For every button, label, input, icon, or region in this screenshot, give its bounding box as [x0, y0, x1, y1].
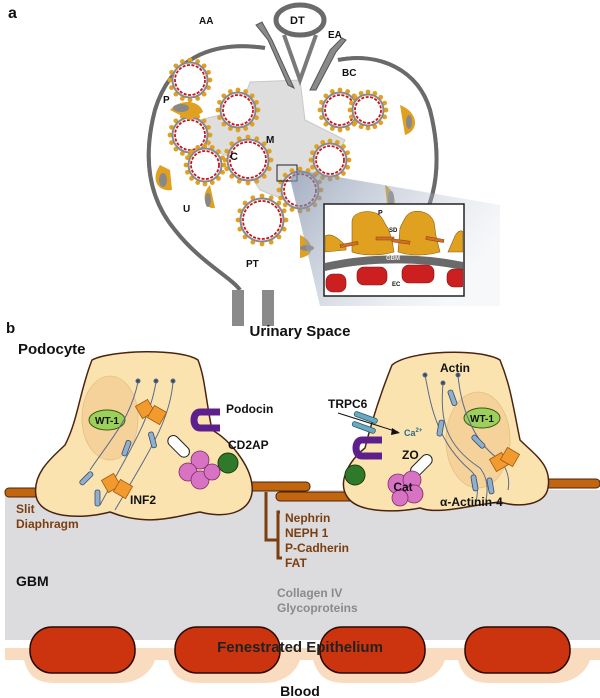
capillary	[235, 193, 289, 247]
panel-a-label: a	[8, 5, 17, 22]
afferent-arteriole	[255, 21, 296, 90]
label-p: P	[163, 95, 170, 106]
capillary	[167, 57, 213, 103]
slit-label-line2: Diaphragm	[16, 517, 79, 531]
inf2-protein	[100, 472, 134, 500]
gbm-label: GBM	[16, 573, 49, 589]
wt1-right: WT-1	[463, 407, 501, 429]
actin-bars-right	[436, 389, 495, 495]
endothelial-cell	[319, 626, 426, 674]
label-ea: EA	[328, 30, 342, 41]
panel-b-label: b	[6, 320, 15, 337]
label-m: M	[266, 135, 274, 146]
alpha-actinin-left-top	[134, 398, 168, 426]
capillary	[222, 134, 274, 186]
proximal-tubule-right	[262, 290, 274, 326]
distal-tubule	[273, 2, 327, 38]
sd-protein-item: Nephrin	[285, 511, 330, 525]
gbm-layer	[5, 490, 600, 640]
endothelial-cell	[174, 626, 281, 674]
inset-slit-diaphragm: P SD GBM EC	[323, 203, 465, 297]
capillary	[215, 87, 261, 133]
label-aa: AA	[199, 16, 213, 27]
inset-label-ec: EC	[392, 282, 401, 288]
endothelium-base	[5, 648, 600, 683]
glomerulus: DT AA EA BC P M C U PT	[146, 2, 500, 326]
calcium-label: Ca2+	[404, 428, 423, 438]
inset-label-gbm: GBM	[386, 256, 400, 262]
fenestrated-epithelium-label: Fenestrated Epithelium	[217, 639, 383, 656]
label-bc: BC	[342, 68, 356, 79]
gbm-component-item: Collagen IV	[277, 586, 342, 600]
capillary	[347, 89, 389, 131]
endothelial-cell	[29, 626, 136, 674]
label-dt: DT	[290, 15, 305, 27]
inset-label-sd: SD	[389, 228, 398, 234]
efferent-arteriole	[309, 37, 347, 91]
sd-bracket	[264, 492, 282, 560]
capillary	[167, 112, 213, 158]
slit-label-line1: Slit	[16, 502, 35, 516]
trpc6-label: TRPC6	[328, 397, 368, 411]
cd2ap-right	[344, 464, 366, 486]
blood-label: Blood	[280, 683, 320, 698]
endothelial-cell	[464, 626, 571, 674]
cat-label: Cat	[393, 480, 412, 494]
podocyte-label: Podocyte	[18, 341, 86, 358]
actin-bars-left	[79, 431, 157, 507]
label-u: U	[183, 204, 190, 215]
label-c: C	[230, 151, 238, 163]
sd-protein-item: NEPH 1	[285, 526, 329, 540]
actin-label: Actin	[440, 361, 470, 375]
wt1-left: WT-1	[88, 409, 126, 431]
podocin-right	[352, 436, 382, 460]
calcium-arrow	[337, 412, 399, 433]
podocin-label: Podocin	[226, 402, 273, 416]
capillary	[183, 143, 227, 187]
proximal-tubule-left	[232, 290, 244, 326]
alpha-actinin-label: α-Actinin-4	[440, 495, 503, 509]
inset-label-p: P	[378, 210, 383, 217]
zo-label: ZO	[402, 448, 419, 462]
cd2ap-label: CD2AP	[228, 438, 269, 452]
label-pt: PT	[246, 259, 259, 270]
wt1-left-label: WT-1	[95, 416, 119, 427]
sd-protein-item: FAT	[285, 556, 307, 570]
catenin-left	[178, 450, 221, 490]
wt1-right-label: WT-1	[470, 414, 494, 425]
catenin-right	[387, 470, 424, 507]
cd2ap-left	[217, 452, 239, 474]
zo-left	[167, 435, 190, 458]
gbm-component-item: Glycoproteins	[277, 601, 358, 615]
endothelial-cells	[29, 626, 571, 674]
podocin-left	[190, 408, 220, 432]
alpha-actinin-right	[488, 446, 521, 473]
actin-filaments-right	[422, 372, 510, 506]
inf2-label: INF2	[130, 493, 156, 507]
trpc6-channel	[351, 411, 378, 434]
urinary-space-label: Urinary Space	[250, 323, 351, 340]
sd-protein-item: P-Cadherin	[285, 541, 349, 555]
